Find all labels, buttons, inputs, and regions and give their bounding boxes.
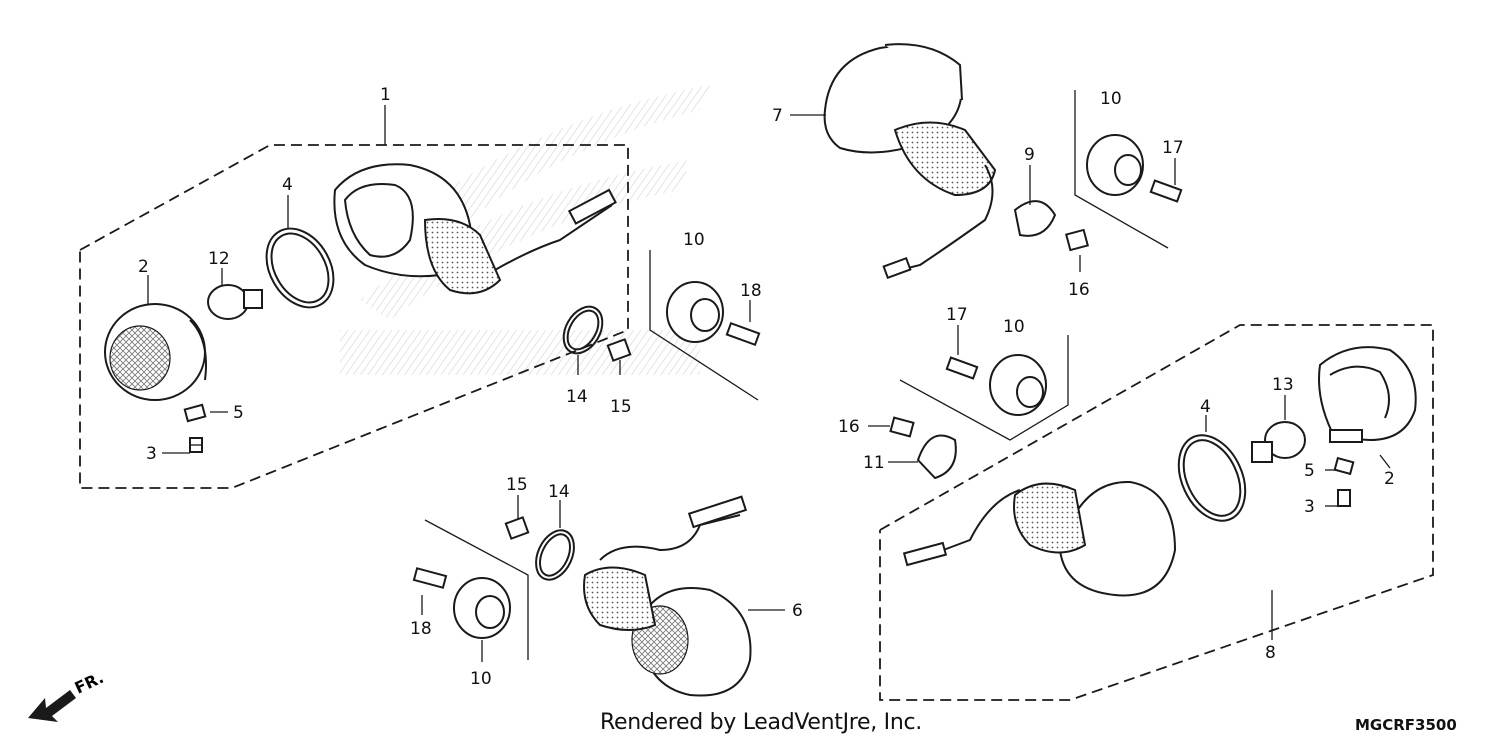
screw-15a [606,338,632,362]
callout-4a: 4 [282,175,293,195]
callout-4b: 4 [1200,397,1211,417]
callout-1: 1 [380,85,391,105]
callout-7: 7 [772,106,783,126]
callout-16a: 16 [1068,280,1090,300]
bracket-rubber-10b [1086,134,1144,196]
bracket-rubber-10d [453,577,511,639]
callout-14a: 14 [566,387,588,407]
diagram-code: MGCRF3500 [1355,716,1457,734]
screw-16b [889,416,915,438]
callout-3b: 3 [1304,497,1315,517]
callout-18a: 18 [740,281,762,301]
assembly-front-left-winker [79,105,761,489]
callout-14b: 14 [548,482,570,502]
screw-3b [1337,489,1351,507]
winker-housing-7 [823,43,997,280]
arrow-left-down-icon: FR. [28,668,107,722]
winker-housing-6 [583,495,752,697]
seal-ring-4b [1177,434,1247,522]
bolt-18b [412,567,448,589]
assembly-rear-winker-7 [790,43,1183,280]
bracket-rubber-10a [666,281,724,343]
assembly-front-right-winker [412,495,752,697]
winker-housing-8 [902,480,1177,597]
lens-2b [1318,346,1417,443]
seal-ring-4a [265,227,335,309]
render-credit: Rendered by LeadVentJre, Inc. [600,710,922,735]
callout-18b: 18 [410,619,432,639]
callout-3a: 3 [146,444,157,464]
callout-15a: 15 [610,397,632,417]
lens-2a [104,303,207,401]
callout-5a: 5 [233,403,244,423]
callout-10c: 10 [1003,317,1025,337]
plate-11 [916,434,957,480]
callout-12: 12 [208,249,230,269]
bolt-18a [725,321,761,347]
callout-17a: 17 [1162,138,1184,158]
clip-5b [1333,456,1355,476]
callout-10a: 10 [683,230,705,250]
callout-10d: 10 [470,669,492,689]
callout-5b: 5 [1304,461,1315,481]
callout-13: 13 [1272,375,1294,395]
front-direction-label: FR. [72,668,107,698]
callout-11: 11 [863,453,885,473]
callout-9: 9 [1024,145,1035,165]
bracket-rubber-10c [989,354,1047,416]
callout-17b: 17 [946,305,968,325]
clip-5a [183,403,207,423]
bulb-12 [207,284,263,320]
callout-10b: 10 [1100,89,1122,109]
assembly-rear-winker-8 [879,324,1434,701]
seal-ring-14a [562,305,604,355]
screw-15b [504,516,530,540]
plate-9 [1013,200,1057,237]
callout-15b: 15 [506,475,528,495]
callout-2a: 2 [138,257,149,277]
callout-2b: 2 [1384,469,1395,489]
screw-3a [189,437,203,453]
seal-ring-14b [535,529,575,581]
bolt-17b [945,356,979,380]
callout-6: 6 [792,601,803,621]
bolt-17a [1149,179,1183,203]
callout-16b: 16 [838,417,860,437]
bulb-13 [1251,421,1306,463]
screw-16a [1065,228,1089,252]
callout-8: 8 [1265,643,1276,663]
winker-housing-1 [333,163,617,295]
